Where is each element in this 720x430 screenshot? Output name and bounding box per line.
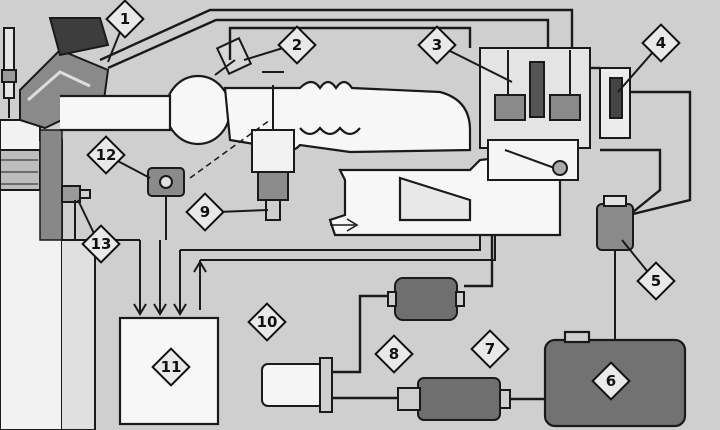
- control-unit-wiring: [74, 200, 496, 316]
- fuel-pressure-regulator: [596, 195, 634, 340]
- callout-8-label: 8: [389, 345, 399, 363]
- callout-9-label: 9: [200, 203, 210, 221]
- fuel-distributor: [479, 47, 591, 181]
- callout-1: 1: [105, 0, 145, 39]
- warm-up-regulator: [599, 67, 631, 139]
- callout-10: 10: [247, 302, 287, 342]
- spark-plug: [1, 27, 17, 118]
- callout-5-label: 5: [651, 272, 661, 290]
- fuel-lines: [99, 8, 692, 401]
- callout-5: 5: [636, 261, 676, 301]
- coolant-temperature-sensor: [61, 185, 91, 203]
- callout-9: 9: [185, 192, 225, 232]
- callout-2: 2: [277, 25, 317, 65]
- callout-13: 13: [81, 224, 121, 264]
- callout-8: 8: [374, 334, 414, 374]
- cold-start-valve: [251, 71, 295, 221]
- callout-11: 11: [151, 347, 191, 387]
- fuel-accumulator: [261, 357, 333, 413]
- callout-6: 6: [591, 361, 631, 401]
- callout-11-label: 11: [161, 358, 182, 376]
- callout-7: 7: [470, 329, 510, 369]
- fuel-pump: [397, 377, 511, 421]
- callout-12-label: 12: [96, 146, 117, 164]
- callout-1-label: 1: [120, 10, 130, 28]
- thermo-time-switch: [147, 119, 271, 240]
- fuel-filter: [387, 277, 465, 321]
- callout-10-label: 10: [257, 313, 278, 331]
- callout-3-label: 3: [432, 36, 442, 54]
- callout-7-label: 7: [485, 340, 495, 358]
- callout-4: 4: [641, 23, 681, 63]
- engine-block: [0, 119, 96, 430]
- callout-12: 12: [86, 135, 126, 175]
- auxiliary-air-valve: [214, 36, 253, 76]
- callout-13-label: 13: [91, 235, 112, 253]
- callout-2-label: 2: [292, 36, 302, 54]
- callout-6-label: 6: [606, 372, 616, 390]
- callout-4-label: 4: [656, 34, 666, 52]
- callout-3: 3: [417, 25, 457, 65]
